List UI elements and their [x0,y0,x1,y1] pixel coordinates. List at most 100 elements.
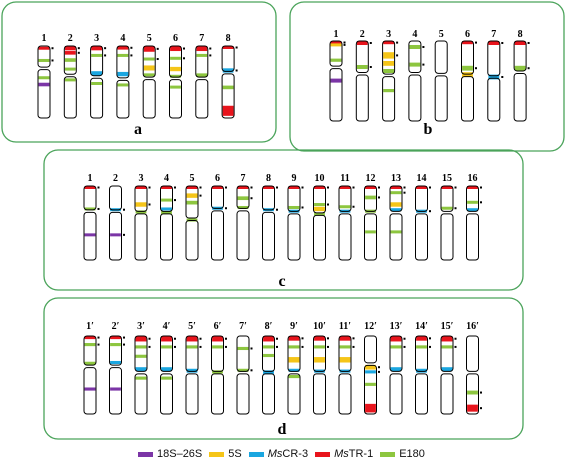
signal-band-mstr1 [330,41,342,44]
band-pointer [183,57,185,60]
signal-band-mstr1 [143,46,155,52]
short-arm [382,40,396,75]
band-pointer [327,186,329,189]
signal-band-e180 [339,345,351,349]
chromosome-c-9: 9 [287,173,304,261]
short-arm [513,40,527,72]
band-pointer [156,47,159,50]
legend-swatch-e180 [380,451,396,457]
short-arm [434,40,448,74]
chromosome-label: 7 [199,33,204,44]
chromosome-d-1: 1′ [83,321,100,415]
signal-band-mstr1 [383,41,394,45]
signal-band-mstr1 [441,336,453,342]
signal-band-e180 [409,45,421,49]
long-arm [37,69,51,119]
chromosome-label: 16′ [466,321,479,332]
short-arm [338,335,352,372]
chromosome-d-15: 15′ [440,321,457,415]
band-pointer [174,186,176,189]
short-arm [211,185,224,209]
band-pointer [77,51,80,54]
signal-band-rdna_18s_26s [84,233,96,237]
signal-band-mscr3 [222,68,234,73]
signal-band-mstr1 [339,186,351,189]
signal-band-e180 [467,390,478,395]
chromosome-d-8: 8′ [262,321,278,415]
band-pointer [352,337,355,340]
band-pointer [501,76,504,78]
band-pointer [527,67,530,70]
signal-band-mstr1 [467,186,478,189]
signal-band-e180 [135,210,147,214]
band-pointer [480,391,482,394]
signal-band-mstr1 [263,186,274,189]
chromosome-label: 2 [113,173,118,184]
signal-band-mstr1 [288,186,300,189]
band-pointer [225,186,227,189]
chromosome-label: 2 [68,33,73,44]
signal-band-e180 [390,191,402,195]
band-pointer [422,46,425,48]
signal-band-rdna_18s_26s [330,78,342,83]
chromosome-label: 10′ [313,321,326,332]
short-arm [236,185,250,209]
signal-band-mstr1 [64,51,76,55]
long-arm [109,211,122,261]
band-pointer [403,186,406,189]
band-pointer [123,233,125,236]
legend-swatch-5s [209,451,225,457]
chromosome-label: 3′ [137,321,145,332]
signal-band-rdna_18s_26s [84,387,96,391]
band-pointer [301,206,304,209]
signal-band-e180 [314,345,325,349]
signal-band-e180 [365,230,376,234]
band-pointer [475,41,477,44]
signal-band-mstr1 [135,186,147,189]
chromosome-c-5: 5 [185,173,202,261]
band-pointer [199,186,202,189]
short-arm [63,45,77,75]
chromosome-d-10: 10′ [313,321,329,415]
band-pointer [480,186,482,189]
long-arm [487,77,501,122]
band-pointer [104,47,107,50]
chromosome-label: 5′ [188,321,196,332]
short-arm [355,40,369,74]
band-pointer [276,337,278,340]
signal-band-e180 [196,53,208,57]
signal-band-mstr1 [222,105,234,116]
signal-band-mscr3 [390,367,402,372]
signal-band-e180 [390,230,402,234]
signal-band-mstr1 [212,186,223,189]
long-arm [313,214,326,261]
legend-label-5s: 5S [228,448,242,460]
signal-band-e180 [84,361,96,365]
short-arm [287,335,301,372]
long-arm [364,364,377,415]
chromosome-c-16: 16 [466,173,482,261]
band-pointer [429,210,431,213]
short-arm [487,40,501,77]
long-arm [116,79,130,119]
signal-band-rdna_5s [330,43,342,47]
band-pointer [369,66,372,68]
legend-item-mscr3: MsCR-3 [248,448,308,460]
short-arm [329,40,343,67]
chromosome-a-2: 2 [63,33,80,119]
long-arm [329,68,343,122]
band-pointer [250,186,253,189]
chromosome-label: 8′ [265,321,273,332]
long-arm [262,211,275,261]
short-arm [83,185,97,211]
band-pointer [327,337,329,340]
signal-band-mstr1 [84,336,96,340]
signal-band-mstr1 [462,41,473,45]
band-pointer [97,207,100,210]
signal-band-e180 [288,345,300,349]
signal-band-e180 [117,83,129,87]
chromosome-d-3: 3′ [134,321,151,415]
band-pointer [403,191,406,194]
chromosome-label: 14′ [415,321,428,332]
long-arm [185,220,199,261]
